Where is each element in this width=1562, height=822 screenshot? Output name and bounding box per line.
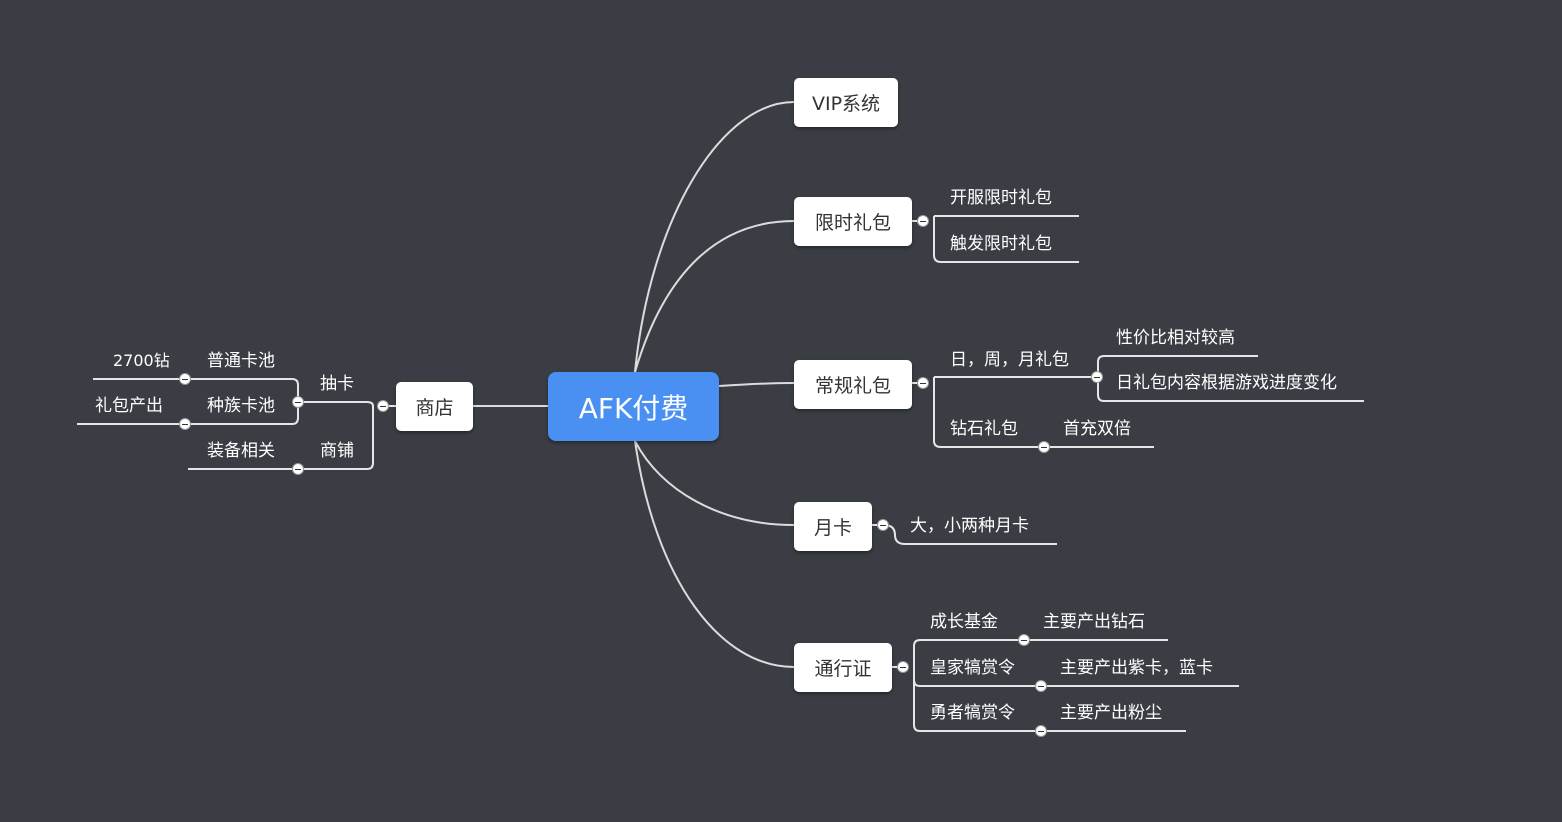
collapse-toggle-icon[interactable]	[377, 400, 389, 412]
node-first-recharge-double[interactable]: 首充双倍	[1063, 419, 1131, 439]
collapse-toggle-icon[interactable]	[1018, 634, 1030, 646]
node-hero-reward-output[interactable]: 主要产出粉尘	[1060, 703, 1162, 723]
collapse-toggle-icon[interactable]	[1035, 725, 1047, 737]
node-growth-fund-output[interactable]: 主要产出钻石	[1043, 612, 1145, 632]
node-monthly-card-types[interactable]: 大，小两种月卡	[910, 516, 1029, 536]
collapse-toggle-icon[interactable]	[292, 396, 304, 408]
collapse-toggle-icon[interactable]	[1091, 371, 1103, 383]
node-vip[interactable]: VIP系统	[794, 78, 898, 127]
node-royal-reward[interactable]: 皇家犒赏令	[930, 658, 1015, 678]
collapse-toggle-icon[interactable]	[292, 463, 304, 475]
node-daily-weekly-monthly[interactable]: 日，周，月礼包	[950, 350, 1069, 370]
node-normal-pool[interactable]: 普通卡池	[207, 351, 275, 371]
node-regular-gift[interactable]: 常规礼包	[794, 360, 912, 409]
node-gacha[interactable]: 抽卡	[320, 374, 354, 394]
collapse-toggle-icon[interactable]	[917, 377, 929, 389]
collapse-toggle-icon[interactable]	[179, 373, 191, 385]
node-hero-reward[interactable]: 勇者犒赏令	[930, 703, 1015, 723]
collapse-toggle-icon[interactable]	[897, 661, 909, 673]
collapse-toggle-icon[interactable]	[1035, 680, 1047, 692]
node-battle-pass[interactable]: 通行证	[794, 643, 892, 692]
node-gift-output[interactable]: 礼包产出	[95, 396, 163, 416]
connector-root-vip	[634, 101, 795, 373]
node-growth-fund[interactable]: 成长基金	[930, 612, 998, 632]
connector-root-regular	[718, 382, 795, 387]
node-faction-pool[interactable]: 种族卡池	[207, 396, 275, 416]
node-2700-diamonds[interactable]: 2700钻	[113, 351, 170, 370]
collapse-toggle-icon[interactable]	[877, 519, 889, 531]
node-equipment[interactable]: 装备相关	[207, 441, 275, 461]
node-limited-gift[interactable]: 限时礼包	[794, 197, 912, 246]
root-node[interactable]: AFK付费	[548, 372, 719, 441]
node-store[interactable]: 商铺	[320, 441, 354, 461]
collapse-toggle-icon[interactable]	[917, 215, 929, 227]
connector-root-pass	[634, 440, 795, 668]
node-cost-effective[interactable]: 性价比相对较高	[1116, 328, 1235, 348]
node-shop[interactable]: 商店	[396, 382, 473, 431]
node-daily-content[interactable]: 日礼包内容根据游戏进度变化	[1116, 373, 1337, 393]
connector-gacha	[77, 378, 299, 425]
node-diamond-gift[interactable]: 钻石礼包	[950, 419, 1018, 439]
collapse-toggle-icon[interactable]	[1038, 441, 1050, 453]
node-royal-reward-output[interactable]: 主要产出紫卡，蓝卡	[1060, 658, 1213, 678]
connector-root-monthly	[634, 440, 795, 526]
node-triggered-gift[interactable]: 触发限时礼包	[950, 234, 1052, 254]
connector-root-limited	[634, 220, 795, 373]
collapse-toggle-icon[interactable]	[179, 418, 191, 430]
node-monthly-card[interactable]: 月卡	[794, 502, 872, 551]
node-server-launch-gift[interactable]: 开服限时礼包	[950, 188, 1052, 208]
connector-daily	[1097, 355, 1364, 402]
